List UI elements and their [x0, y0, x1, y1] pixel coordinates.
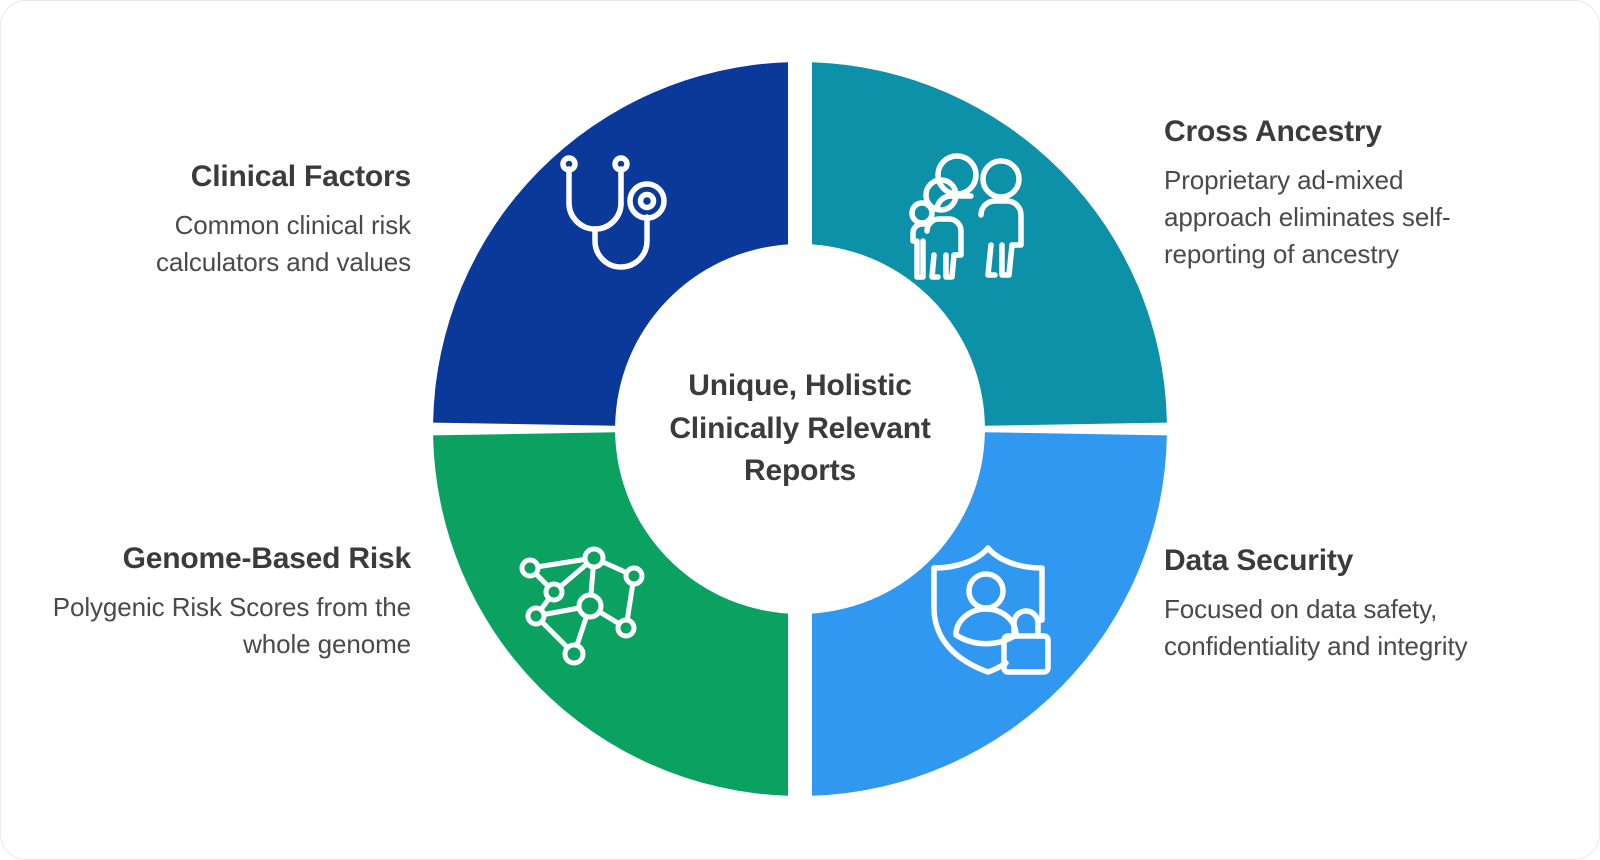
data-security-title: Data Security	[1164, 544, 1354, 577]
segment-genome-based-risk[interactable]	[433, 432, 788, 796]
clinical-factors-title: Clinical Factors	[190, 160, 411, 193]
label-data-security: Data Security Focused on data safety, co…	[1164, 543, 1504, 665]
segment-clinical-factors[interactable]	[433, 62, 788, 426]
label-clinical-factors: Clinical Factors Common clinical risk ca…	[61, 159, 411, 281]
data-security-description: Focused on data safety, confidentiality …	[1164, 594, 1468, 661]
donut-svg	[433, 62, 1167, 796]
segment-data-security[interactable]	[812, 432, 1167, 796]
cross-ancestry-title: Cross Ancestry	[1164, 115, 1382, 148]
label-genome-based-risk: Genome-Based Risk Polygenic Risk Scores …	[51, 541, 411, 663]
clinical-factors-description: Common clinical risk calculators and val…	[155, 210, 411, 277]
label-cross-ancestry: Cross Ancestry Proprietary ad-mixed appr…	[1164, 114, 1504, 273]
cross-ancestry-description: Proprietary ad-mixed approach eliminates…	[1164, 165, 1451, 269]
genome-based-risk-description: Polygenic Risk Scores from the whole gen…	[52, 592, 411, 659]
segment-cross-ancestry[interactable]	[812, 62, 1167, 426]
genome-based-risk-title: Genome-Based Risk	[122, 542, 412, 575]
